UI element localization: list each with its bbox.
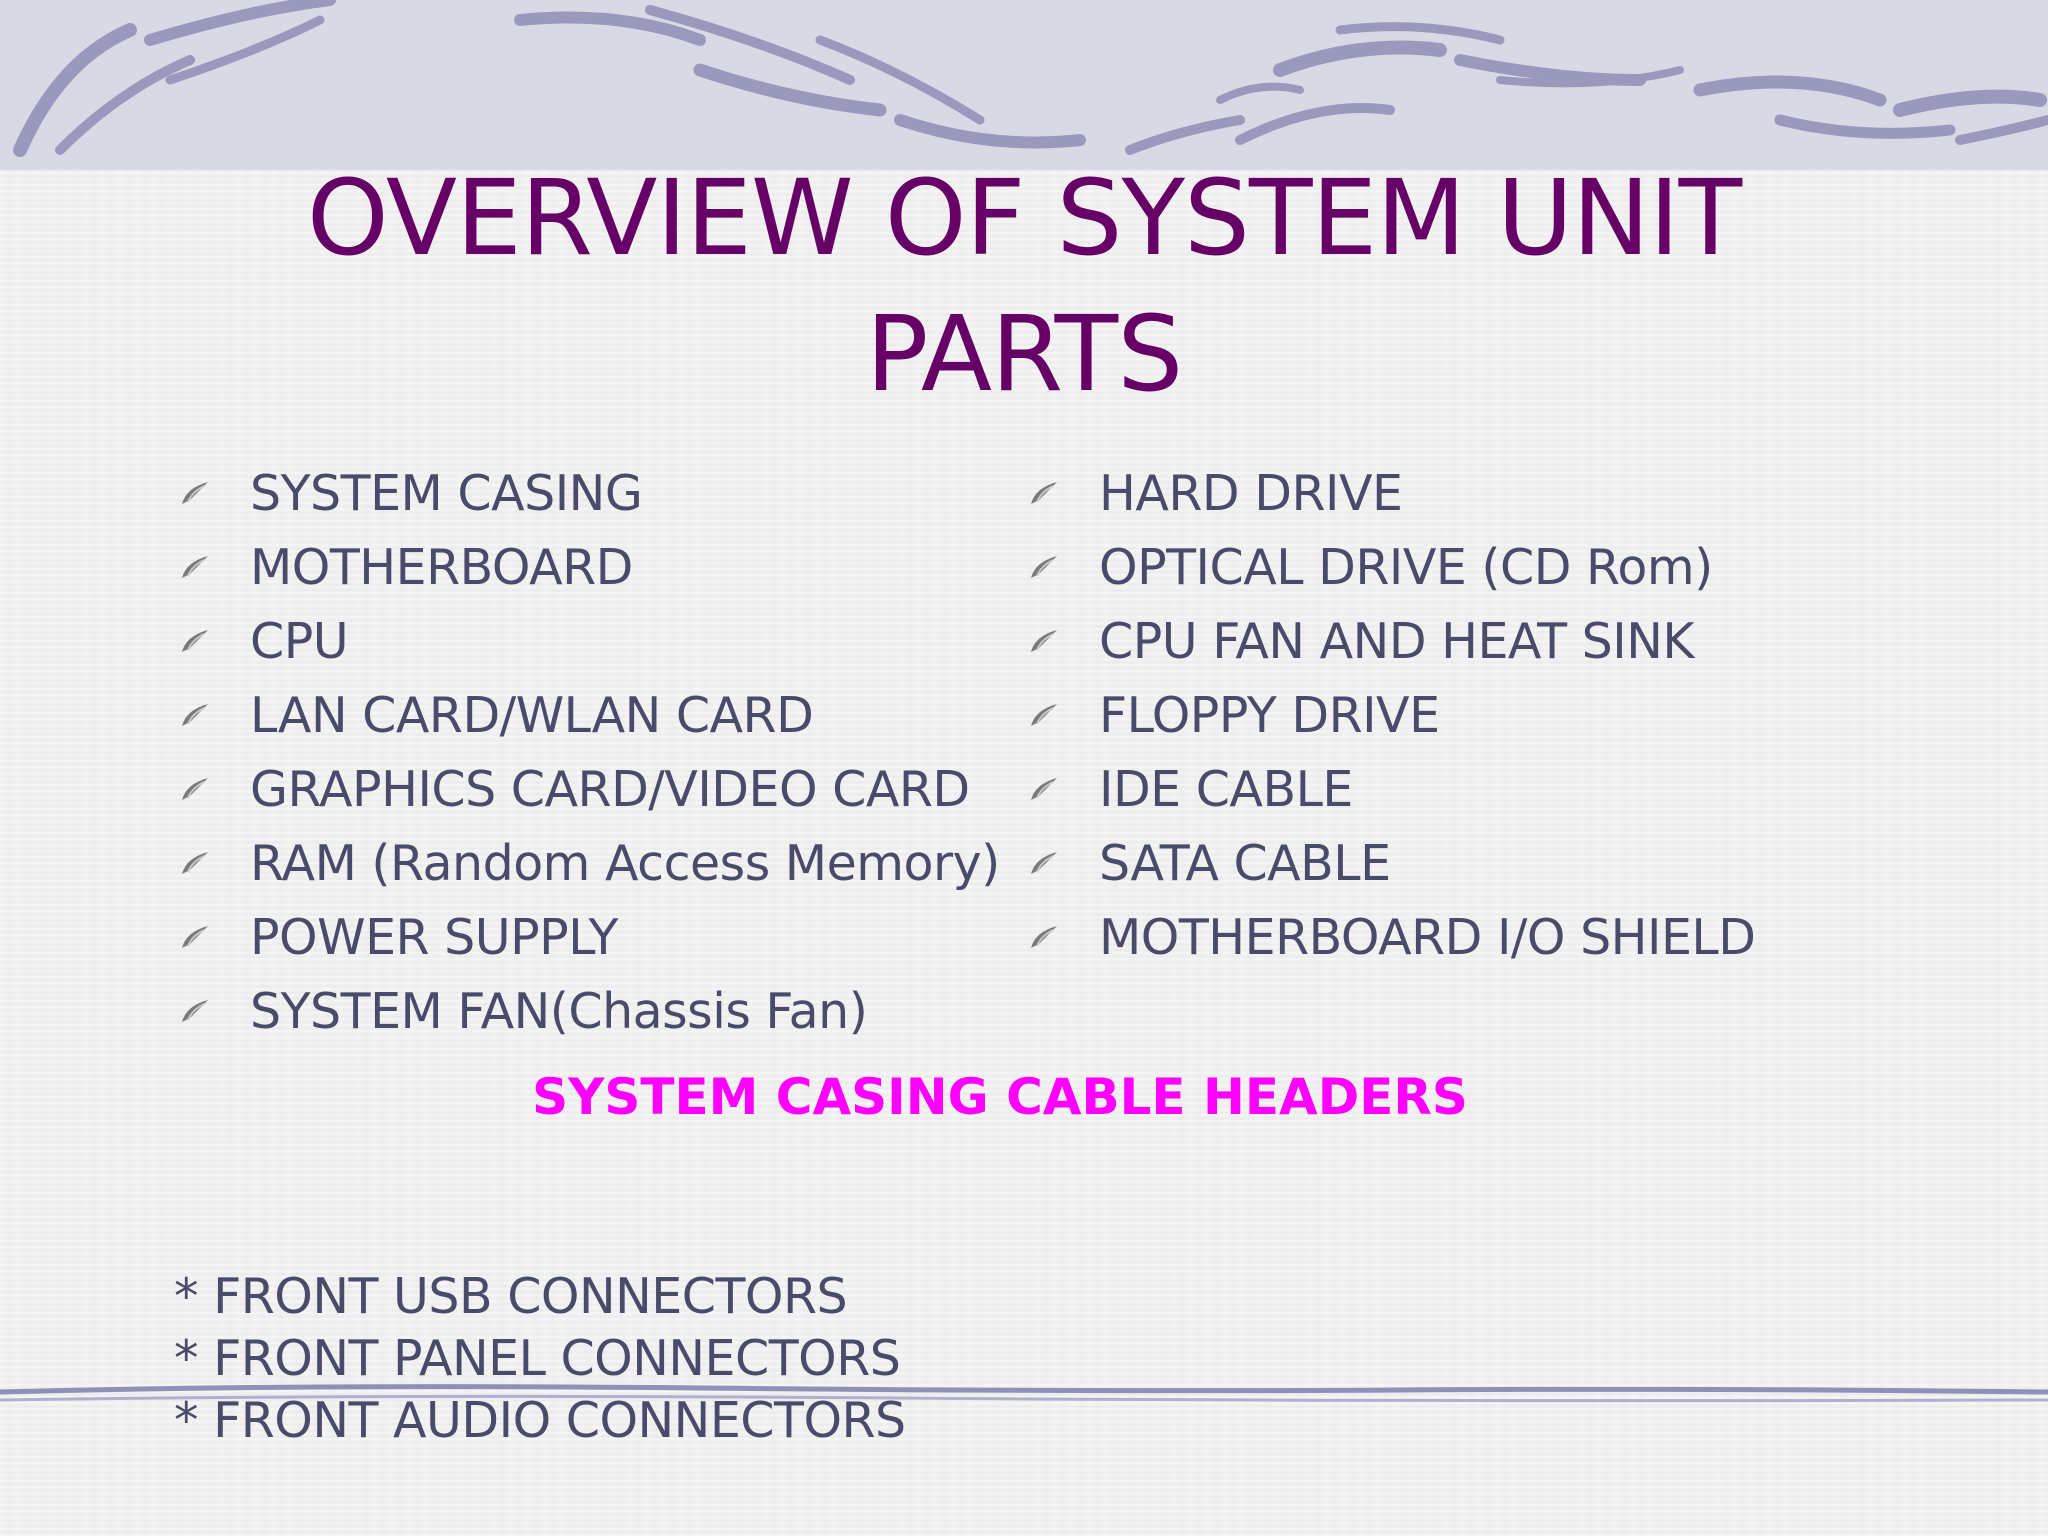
leaf-bullet-icon <box>182 852 208 874</box>
list-item: * FRONT PANEL CONNECTORS <box>174 1330 901 1387</box>
leaf-bullet-icon <box>1031 556 1057 578</box>
list-item: SYSTEM FAN(Chassis Fan) <box>178 974 1000 1048</box>
slide-title-line-1: OVERVIEW OF SYSTEM UNIT <box>306 157 1742 279</box>
leaf-bullet-icon <box>1031 630 1057 652</box>
list-item-label: FLOPPY DRIVE <box>1099 686 1440 744</box>
list-item-label: CPU FAN AND HEAT SINK <box>1099 612 1695 670</box>
leaf-bullet-icon <box>182 1000 208 1022</box>
leaf-bullet-icon <box>182 704 208 726</box>
connectors-list: * FRONT USB CONNECTORS * FRONT PANEL CON… <box>174 1266 906 1452</box>
list-item-label: MOTHERBOARD <box>250 538 633 596</box>
list-item-label: HARD DRIVE <box>1099 464 1403 522</box>
list-item: HARD DRIVE <box>1027 456 1755 530</box>
leaf-bullet-icon <box>182 630 208 652</box>
list-item-label: GRAPHICS CARD/VIDEO CARD <box>250 760 970 818</box>
leaf-bullet-icon <box>182 926 208 948</box>
wave-strokes-decoration <box>13 0 2048 157</box>
right-parts-list: HARD DRIVE OPTICAL DRIVE (CD Rom) CPU FA… <box>1027 456 1756 974</box>
list-item: FLOPPY DRIVE <box>1027 678 1755 752</box>
list-item-label: POWER SUPPLY <box>250 908 618 966</box>
list-item-label: MOTHERBOARD I/O SHIELD <box>1099 908 1756 966</box>
slide-title-line-2: PARTS <box>865 293 1183 415</box>
leaf-bullet-icon <box>1031 926 1057 948</box>
leaf-bullet-icon <box>182 482 208 504</box>
list-item-label: CPU <box>250 612 349 670</box>
leaf-bullet-icon <box>1031 704 1057 726</box>
list-item: OPTICAL DRIVE (CD Rom) <box>1027 530 1755 604</box>
leaf-bullet-icon <box>1031 852 1057 874</box>
leaf-bullet-icon <box>1031 778 1057 800</box>
list-item: LAN CARD/WLAN CARD <box>178 678 1000 752</box>
list-item: MOTHERBOARD I/O SHIELD <box>1027 900 1756 974</box>
list-item-label: LAN CARD/WLAN CARD <box>250 686 814 744</box>
list-item-label: IDE CABLE <box>1099 760 1353 818</box>
list-item-label: SATA CABLE <box>1099 834 1391 892</box>
left-parts-list: SYSTEM CASING MOTHERBOARD CPU LAN CARD/W… <box>178 456 1000 1048</box>
cable-headers-subheading: SYSTEM CASING CABLE HEADERS <box>532 1068 1468 1126</box>
list-item-label: SYSTEM CASING <box>250 464 643 522</box>
list-item: CPU FAN AND HEAT SINK <box>1027 604 1755 678</box>
leaf-bullet-icon <box>182 778 208 800</box>
list-item-label: SYSTEM FAN(Chassis Fan) <box>250 982 868 1040</box>
wave-line-decoration <box>0 1384 2048 1403</box>
list-item: CPU <box>178 604 1000 678</box>
list-item: IDE CABLE <box>1027 752 1755 826</box>
list-item: SYSTEM CASING <box>178 456 1000 530</box>
leaf-bullet-icon <box>1031 482 1057 504</box>
slide-title: OVERVIEW OF SYSTEM UNIT PARTS <box>0 150 2048 422</box>
leaf-bullet-icon <box>182 556 208 578</box>
list-item: * FRONT USB CONNECTORS <box>174 1268 848 1325</box>
list-item: RAM (Random Access Memory) <box>178 826 1000 900</box>
list-item: * FRONT AUDIO CONNECTORS <box>174 1392 906 1449</box>
list-item: MOTHERBOARD <box>178 530 1000 604</box>
list-item-label: RAM (Random Access Memory) <box>250 834 1000 892</box>
list-item: GRAPHICS CARD/VIDEO CARD <box>178 752 1000 826</box>
list-item: POWER SUPPLY <box>178 900 1000 974</box>
top-decorative-band <box>0 0 2048 170</box>
bottom-decorative-line <box>0 1370 2048 1410</box>
list-item: SATA CABLE <box>1027 826 1755 900</box>
list-item-label: OPTICAL DRIVE (CD Rom) <box>1099 538 1713 596</box>
